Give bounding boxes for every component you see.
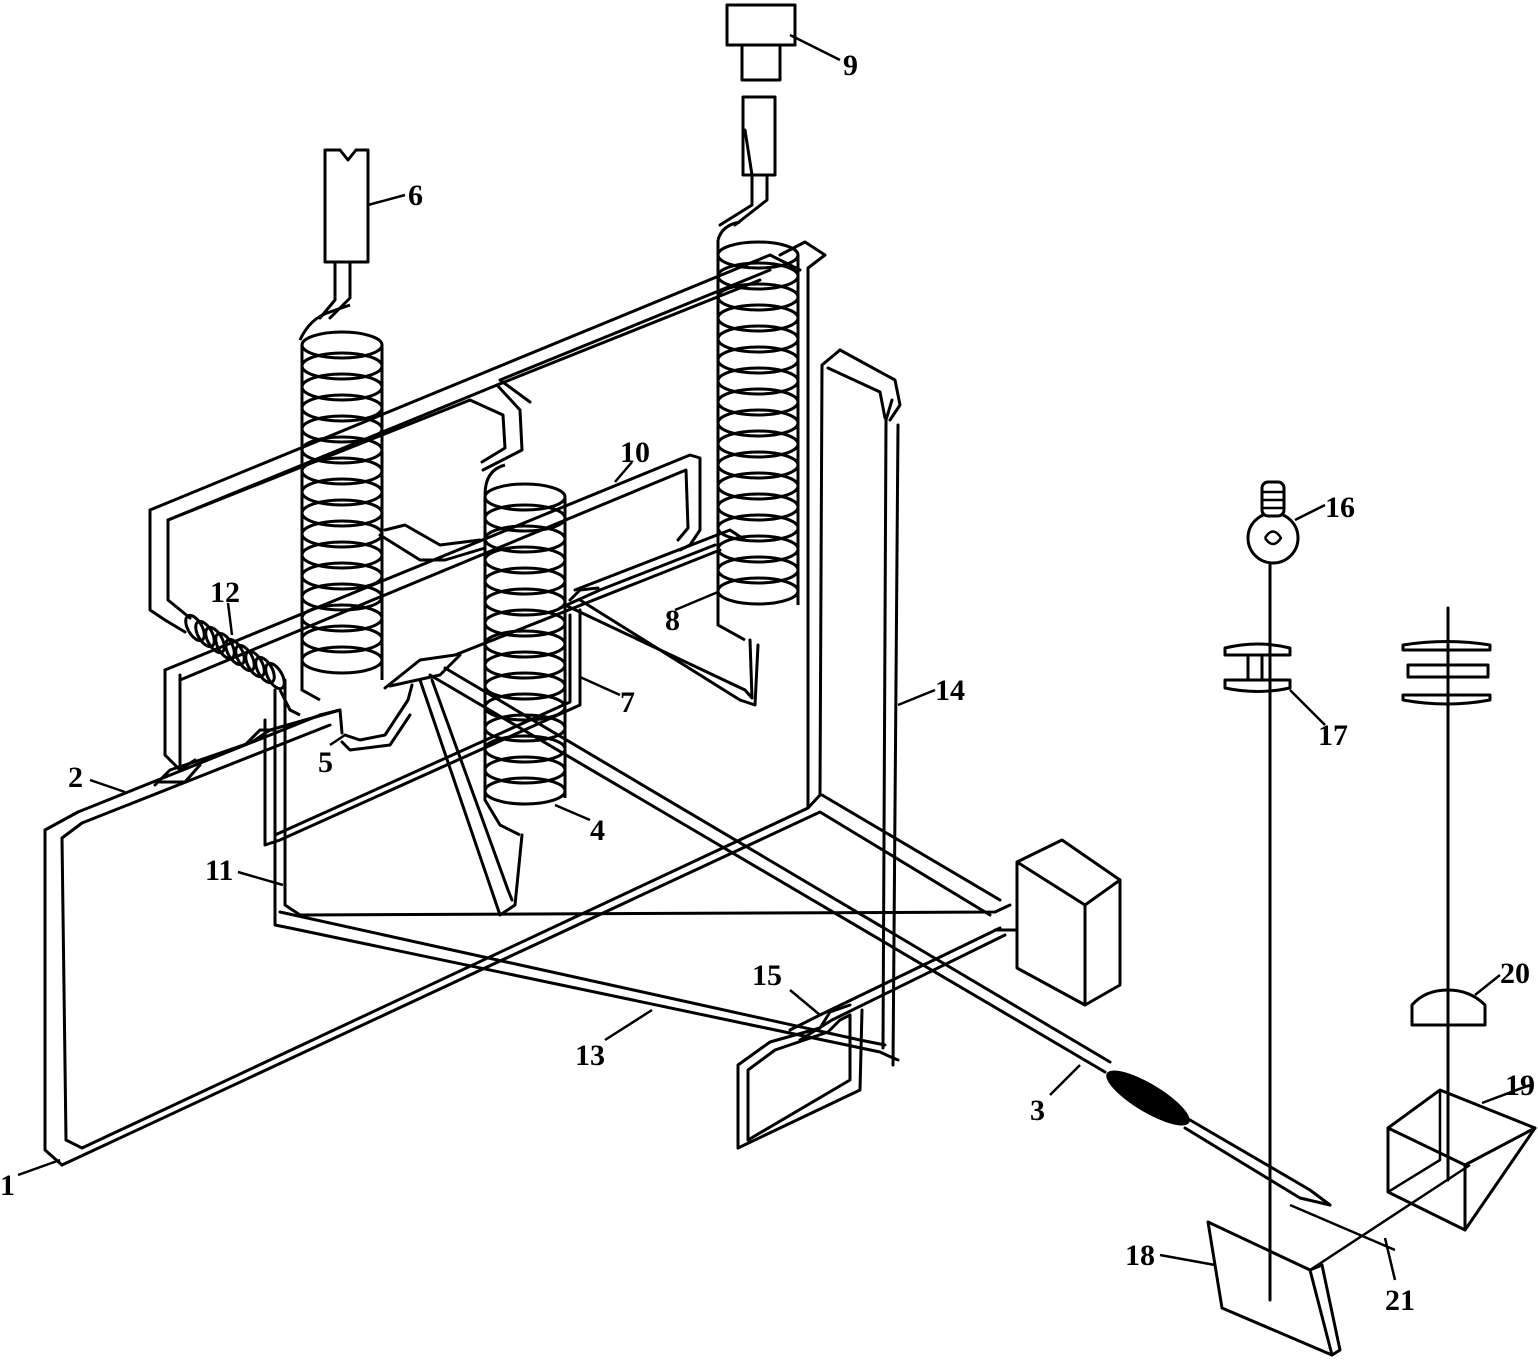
- coil-side-line: [483, 497, 521, 837]
- bar-5: [153, 708, 342, 787]
- label-5: 5: [318, 746, 333, 779]
- leader-lines: [17, 33, 1531, 1281]
- labels: 1 2 3 4 5 6 7 8 9 10 11 12 13 14 15 16 1…: [0, 49, 1535, 1317]
- spring-12-tail: [278, 689, 301, 717]
- lens-20: [1410, 988, 1487, 1027]
- label-1: 1: [0, 1169, 15, 1202]
- spring-12: [184, 613, 301, 717]
- coil-side-line: [716, 240, 746, 642]
- label-10: 10: [620, 436, 650, 469]
- label-11: 11: [205, 854, 233, 887]
- label-16: 16: [1325, 491, 1355, 524]
- label-7: 7: [620, 686, 635, 719]
- label-18: 18: [1125, 1239, 1155, 1272]
- bulb-16: [1246, 480, 1300, 1302]
- coil-4: [483, 482, 567, 806]
- label-8: 8: [665, 604, 680, 637]
- fused-taper: [1106, 1070, 1190, 1126]
- frame-7: [340, 523, 760, 917]
- frame-1: [43, 240, 1002, 1167]
- coil-8: [716, 240, 800, 606]
- frame-13: [278, 398, 1007, 1150]
- label-21: 21: [1385, 1284, 1415, 1317]
- label-13: 13: [575, 1039, 605, 1072]
- label-14: 14: [935, 674, 965, 707]
- lens-17: [1223, 642, 1292, 693]
- label-15: 15: [752, 959, 782, 992]
- coil-side-line: [483, 463, 506, 496]
- label-3: 3: [1030, 1094, 1045, 1127]
- prism-19: [1386, 1088, 1537, 1232]
- holder-6: [318, 148, 370, 320]
- coil-left: [300, 330, 384, 675]
- coil-side-line: [300, 345, 321, 702]
- label-17: 17: [1318, 719, 1348, 752]
- coils: [298, 220, 800, 837]
- coil-side-line: [298, 303, 351, 341]
- label-9: 9: [843, 49, 858, 82]
- light-path-21: [1289, 1163, 1471, 1272]
- label-2: 2: [68, 761, 83, 794]
- label-6: 6: [408, 179, 423, 212]
- lens-stack: [1401, 606, 1492, 1182]
- mirror-18: [1206, 1220, 1342, 1357]
- label-19: 19: [1505, 1069, 1535, 1102]
- control-box: [993, 838, 1122, 1007]
- label-4: 4: [590, 814, 605, 847]
- label-20: 20: [1500, 957, 1530, 990]
- spring-12-turn: [264, 661, 286, 691]
- label-12: 12: [210, 576, 240, 609]
- holder-9: [718, 3, 797, 227]
